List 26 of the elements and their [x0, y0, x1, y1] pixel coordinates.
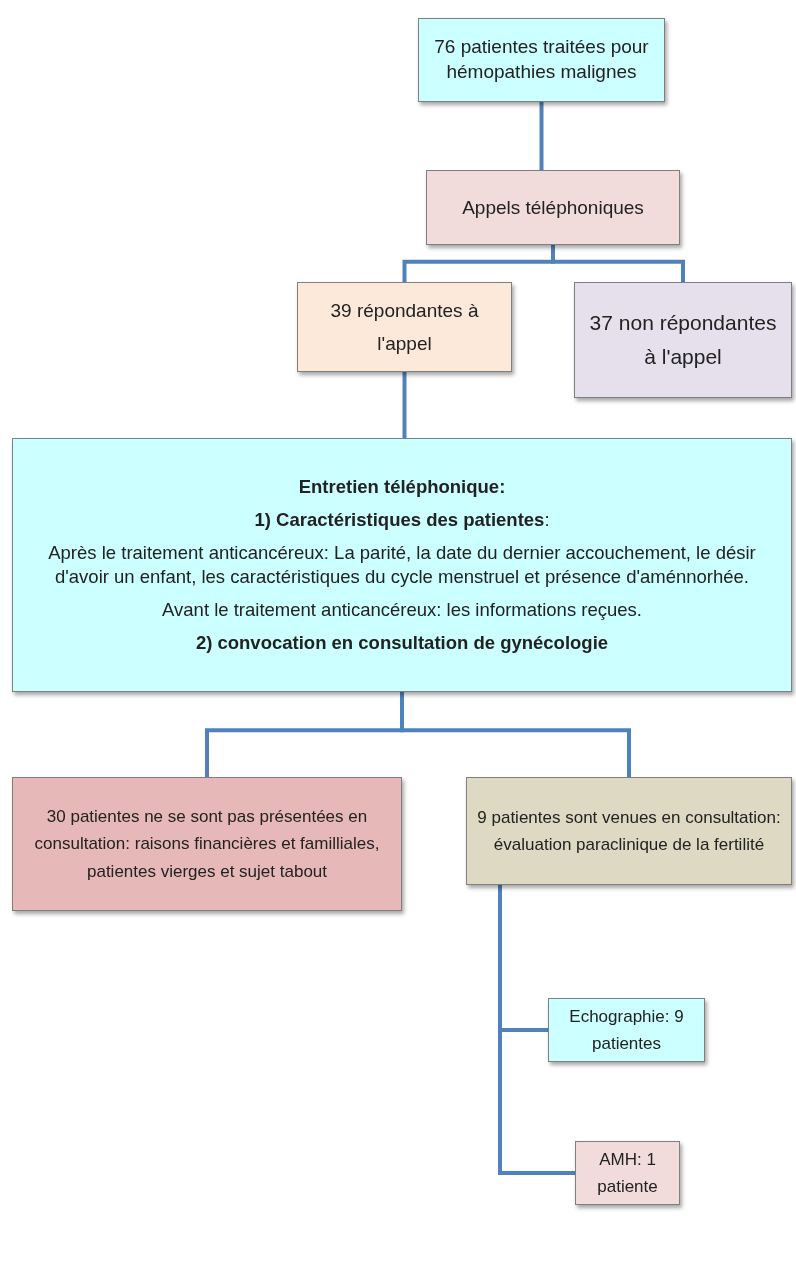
box-text: Echographie: 9 patientes — [568, 1005, 685, 1055]
box-text: Appels téléphoniques — [462, 195, 644, 220]
process-box — [12, 777, 402, 911]
box-text: 39 répondantes à l'appel — [329, 298, 480, 356]
box-text: 30 patientes ne se sont pas présentées en consultation: raisons financières et familliales, patientes vierges et sujet tabout — [33, 806, 381, 883]
process-box — [426, 170, 680, 245]
connector-line — [402, 372, 407, 438]
process-box — [12, 438, 792, 692]
process-box — [548, 998, 705, 1062]
process-box — [418, 18, 665, 102]
box-text: 37 non répondantes à l'appel — [588, 310, 778, 370]
process-box — [466, 777, 792, 885]
box-text: 1) Caractéristiques des patientes: — [254, 507, 550, 532]
connector-line — [498, 885, 575, 1175]
box-text: Entretien téléphonique: — [298, 474, 506, 499]
box-text: AMH: 1 patiente — [596, 1148, 659, 1198]
box-text: 76 patientes traitées pour hémopathies malignes — [433, 35, 650, 84]
box-text: Après le traitement anticancéreux: La parité, la date du dernier accouchement, le désir d'avoir un enfant, les caractéristiques du cycle menstruel et présence d'aménnorhée. — [47, 540, 757, 589]
process-box — [574, 282, 792, 398]
process-box — [297, 282, 512, 372]
connector-line — [539, 102, 544, 170]
process-box — [575, 1141, 680, 1205]
box-text: Avant le traitement anticancéreux: les informations reçues. — [162, 598, 642, 623]
box-text: 2) convocation en consultation de gynécologie — [195, 631, 609, 656]
connector-line — [551, 245, 685, 282]
box-text: 9 patientes sont venues en consultation: évaluation paraclinique de la fertilité — [476, 806, 782, 856]
